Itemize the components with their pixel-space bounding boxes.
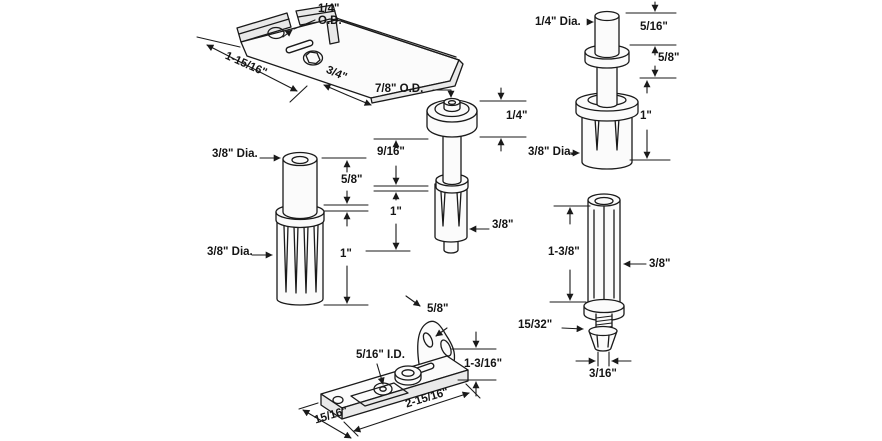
label-plate-hole-od-line1: 1/4"	[318, 3, 340, 15]
label-guide-body-height: 1-3/8"	[548, 246, 580, 258]
part-bottom-pivot-bracket	[298, 295, 497, 439]
label-pin-top-height: 5/16"	[640, 21, 668, 33]
label-bracket-flange-width: 5/8"	[427, 303, 449, 315]
label-pivot-top-diameter: 3/8" Dia.	[212, 148, 258, 160]
label-roller-od: 7/8" O.D.	[375, 83, 424, 95]
label-pivot-body-diameter: 3/8" Dia.	[207, 246, 253, 258]
part-fluted-guide-pin	[549, 193, 647, 367]
label-guide-collar-width: 15/32"	[518, 319, 553, 331]
label-pivot-top-height: 5/8"	[341, 174, 363, 186]
part-top-pivot-pin	[569, 1, 677, 170]
label-pin-stem-height: 5/8"	[658, 52, 680, 64]
label-bracket-flange-height: 1-3/16"	[464, 358, 503, 370]
guide-pin-dimension-lines	[549, 205, 647, 367]
part-fluted-top-pivot	[251, 151, 369, 306]
part-top-mounting-plate	[196, 4, 464, 106]
label-roller-stem-height: 9/16"	[377, 146, 405, 158]
label-pivot-body-height: 1"	[340, 248, 352, 260]
label-roller-body-height: 1"	[390, 206, 402, 218]
label-pin-body-height: 1"	[640, 110, 652, 122]
label-pin-top-diameter: 1/4" Dia.	[535, 16, 581, 28]
label-guide-tip-width: 3/16"	[589, 368, 617, 380]
roller-dimension-lines	[365, 87, 527, 252]
pivot-pin-dimension-lines	[569, 1, 677, 161]
label-plate-hole-od-line2: O.D.	[318, 15, 342, 27]
fluted-pivot-dimension-lines	[251, 154, 369, 306]
label-pin-body-diameter: 3/8" Dia.	[528, 146, 574, 158]
label-guide-body-diameter: 3/8"	[649, 258, 671, 270]
label-roller-thickness: 1/4"	[506, 110, 528, 122]
plate-dimension-lines	[196, 36, 372, 106]
label-bracket-hole-id: 5/16" I.D.	[356, 349, 405, 361]
bracket-dimension-lines	[298, 295, 497, 439]
label-roller-body-diameter: 3/8"	[492, 219, 514, 231]
part-roller-guide-wheel	[365, 87, 527, 254]
